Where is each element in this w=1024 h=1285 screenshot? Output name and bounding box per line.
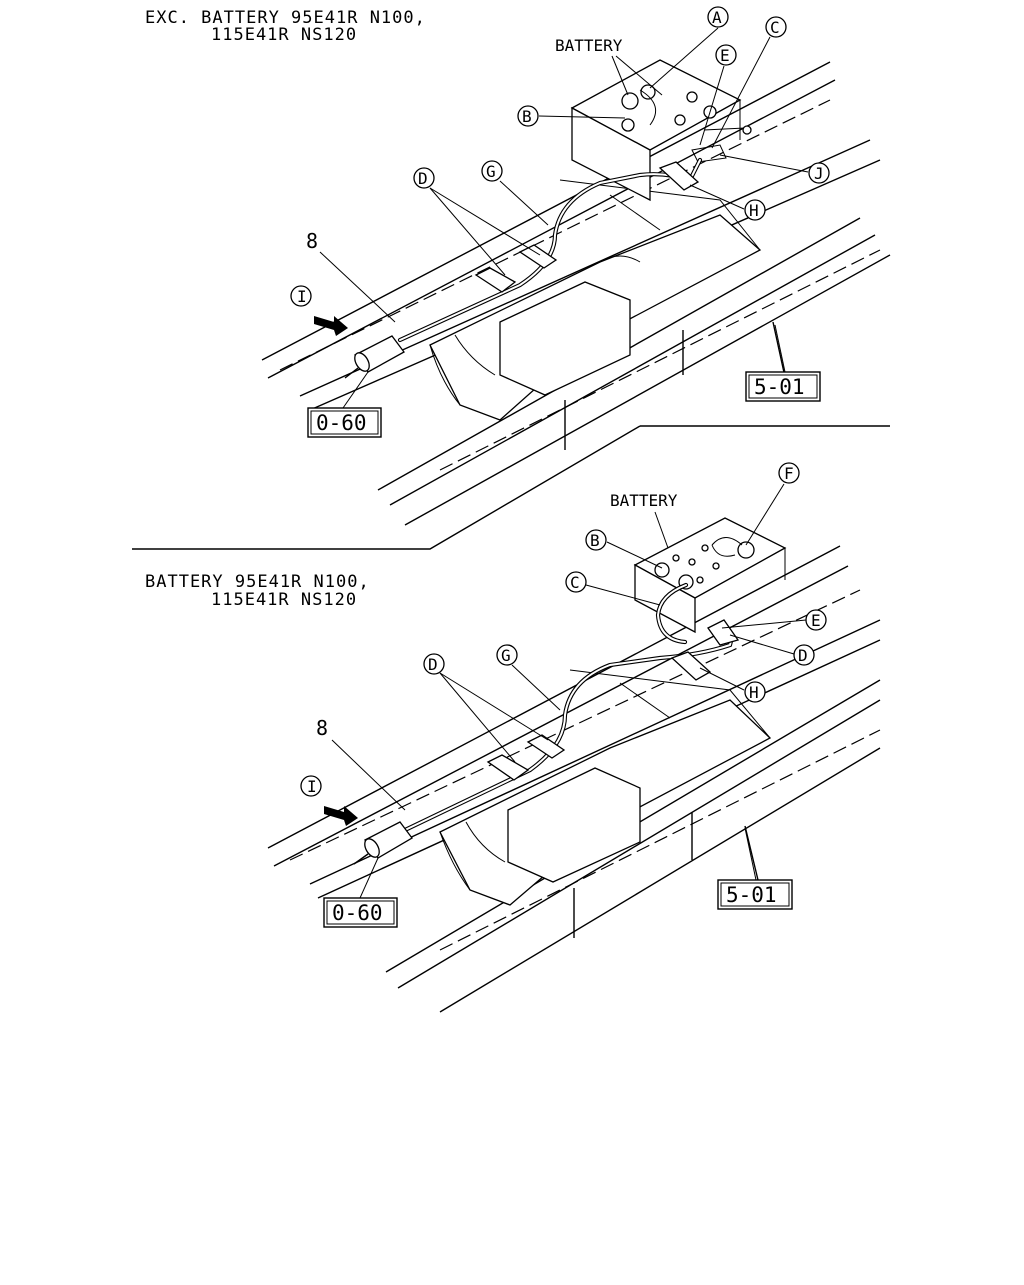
top-callout-a: A	[712, 8, 722, 27]
bottom-battery-label: BATTERY	[610, 491, 678, 510]
top-frame-rails	[132, 61, 891, 550]
top-panel: EXC. BATTERY 95E41R N100, 115E41R NS120	[132, 6, 891, 550]
top-tank	[429, 179, 762, 421]
top-callout-d: D	[418, 169, 428, 188]
top-heading-line2: 115E41R NS120	[211, 25, 357, 45]
top-battery	[570, 59, 752, 202]
bottom-callout-d1: D	[428, 655, 438, 674]
cable-connector-icon	[353, 821, 413, 865]
top-arrow-icon	[314, 316, 348, 336]
top-ref-right: 5-01	[754, 375, 805, 399]
top-battery-label: BATTERY	[555, 36, 623, 55]
bottom-callout-b: B	[590, 531, 600, 550]
top-callout-b: B	[522, 107, 532, 126]
bottom-callout-h: H	[749, 683, 759, 702]
bottom-heading-line1: BATTERY 95E41R N100,	[145, 572, 370, 592]
top-callout-e: E	[720, 46, 730, 65]
top-part-number: 8	[306, 229, 318, 253]
top-callout-i: I	[297, 287, 307, 306]
bottom-arrow-icon	[324, 806, 358, 826]
top-callouts: A B C D E G H I J BATTERY	[290, 6, 830, 438]
bottom-callout-f: F	[784, 464, 794, 483]
top-cable	[344, 157, 703, 379]
bottom-cable	[353, 582, 740, 865]
top-callout-c: C	[770, 18, 780, 37]
cable-connector-icon	[344, 335, 405, 379]
bottom-heading-line2: 115E41R NS120	[211, 590, 357, 610]
bottom-part-number: 8	[316, 716, 328, 740]
bottom-panel: BATTERY 95E41R N100, 115E41R NS120	[145, 462, 881, 1013]
bottom-callout-g: G	[501, 646, 511, 665]
bottom-callout-e: E	[811, 611, 821, 630]
top-callout-h: H	[749, 201, 759, 220]
top-heading-line1: EXC. BATTERY 95E41R N100,	[145, 8, 426, 28]
bottom-callout-d2: D	[798, 646, 808, 665]
bottom-tank	[439, 669, 772, 906]
bottom-callout-c: C	[570, 573, 580, 592]
bottom-ref-right: 5-01	[726, 883, 777, 907]
top-callout-j: J	[814, 164, 824, 183]
bottom-callout-i: I	[307, 777, 317, 796]
bottom-ref-left: 0-60	[332, 901, 383, 925]
top-callout-g: G	[486, 162, 496, 181]
top-ref-left: 0-60	[316, 411, 367, 435]
bottom-callouts: B C D D E F G H I BATTERY	[300, 462, 827, 928]
